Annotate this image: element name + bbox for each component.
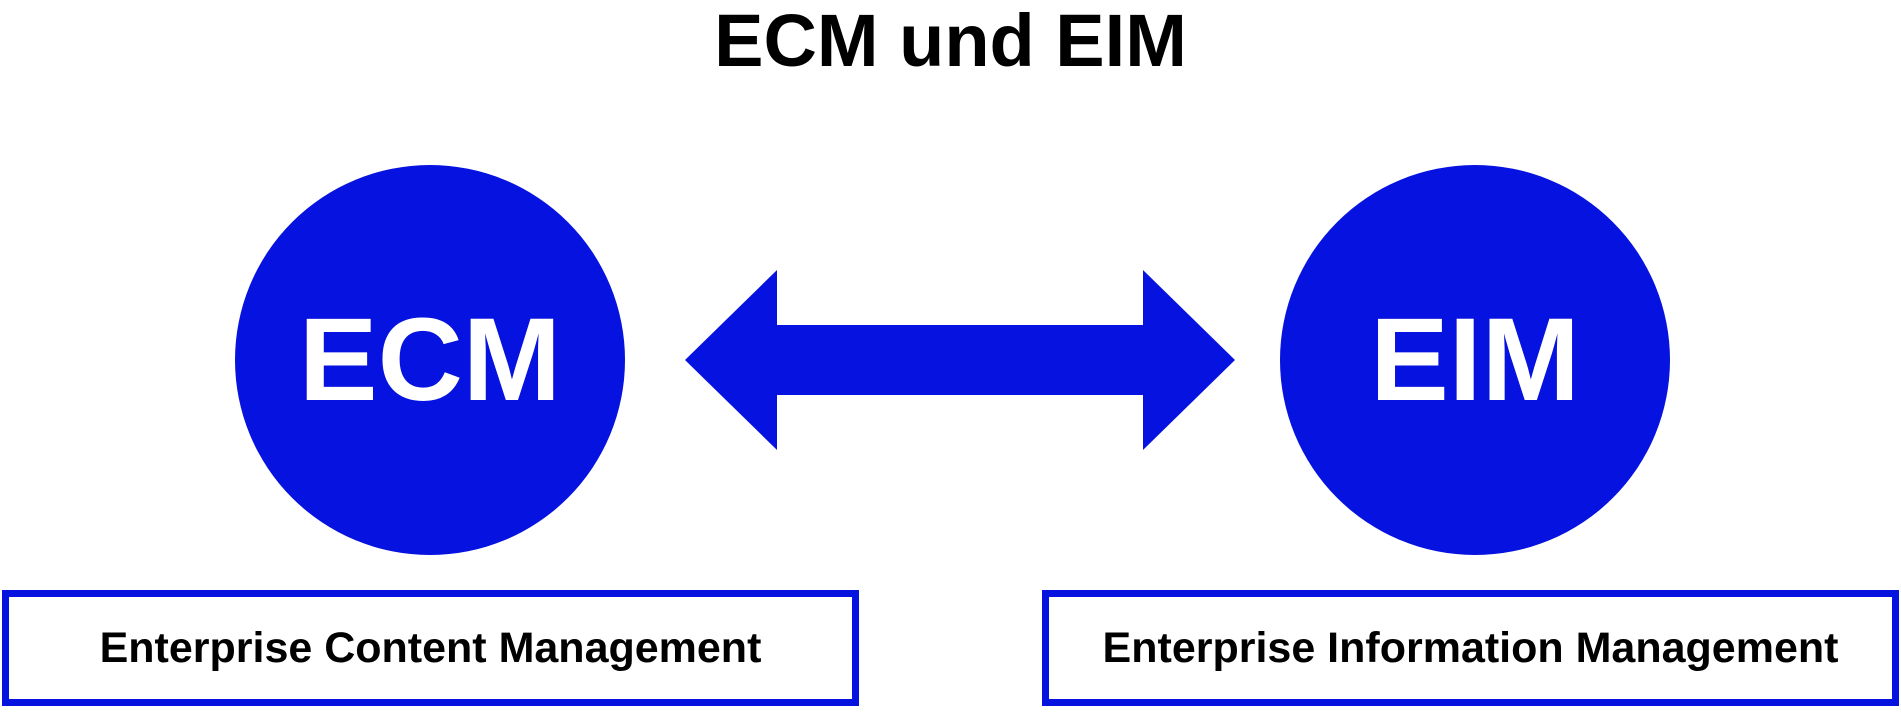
diagram-title: ECM und EIM <box>714 0 1187 82</box>
ecm-label-box: Enterprise Content Management <box>2 590 859 706</box>
eim-label-box: Enterprise Information Management <box>1042 590 1899 706</box>
double-headed-arrow-shape <box>685 270 1235 450</box>
ecm-full-name: Enterprise Content Management <box>99 623 762 672</box>
ecm-circle: ECM <box>235 165 625 555</box>
ecm-abbreviation: ECM <box>298 294 562 426</box>
eim-circle: EIM <box>1280 165 1670 555</box>
eim-full-name: Enterprise Information Management <box>1102 623 1839 672</box>
double-headed-arrow-icon <box>685 270 1235 450</box>
eim-abbreviation: EIM <box>1370 294 1580 426</box>
